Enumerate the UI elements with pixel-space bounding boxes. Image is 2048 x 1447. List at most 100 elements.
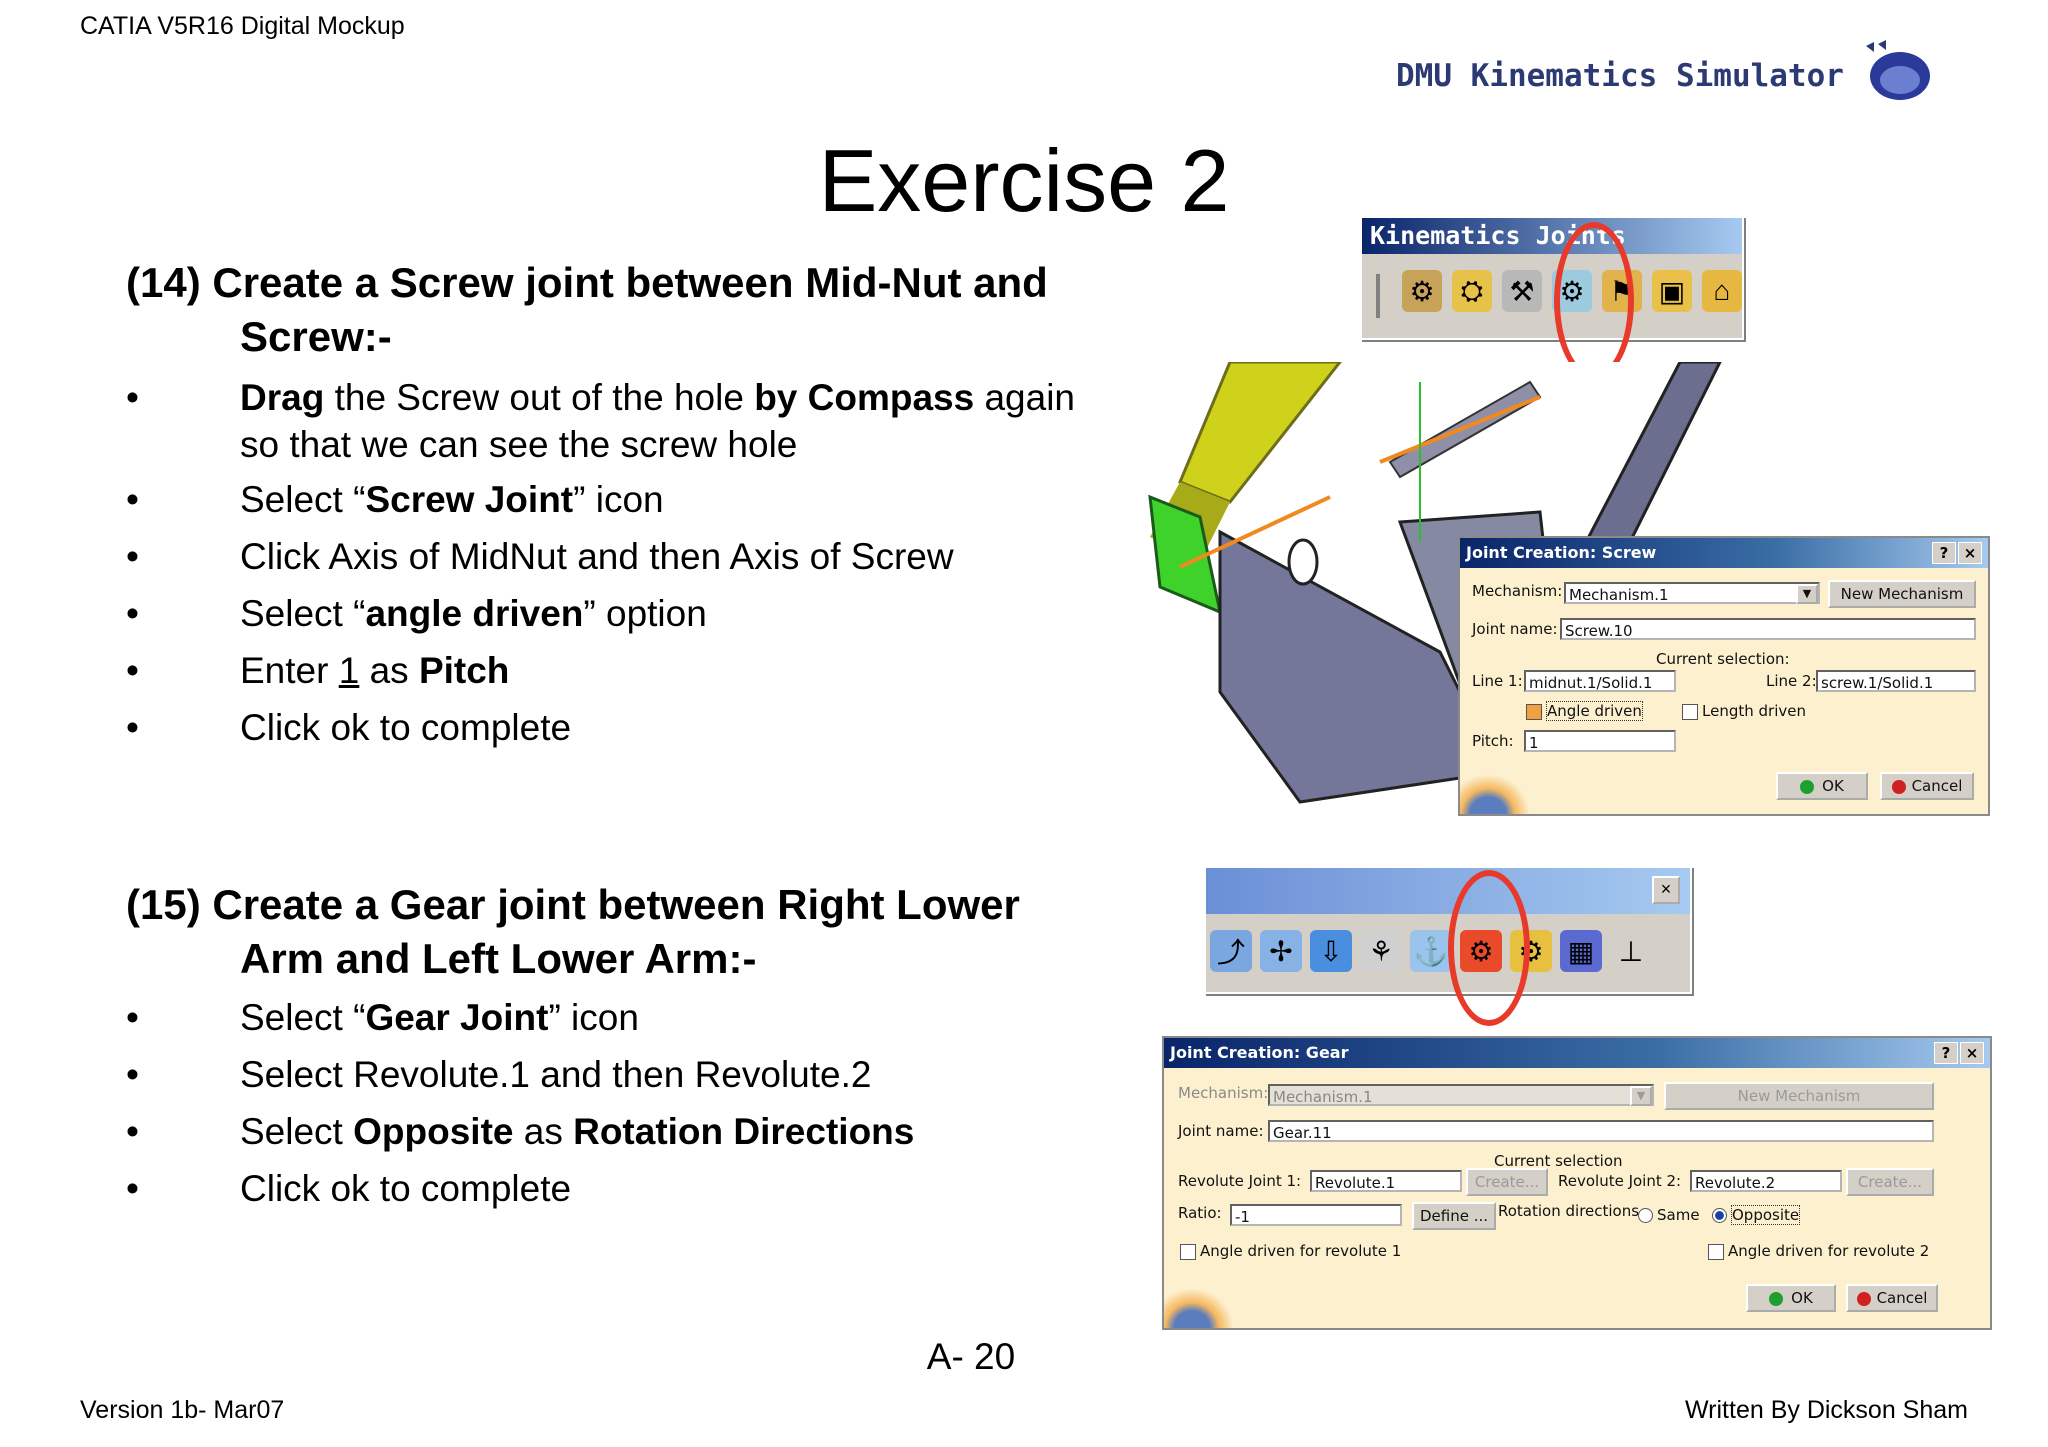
rotation-directions-label: Rotation directions: [1498, 1202, 1640, 1220]
dialog-title-gear: Joint Creation: Gear: [1164, 1038, 1990, 1068]
section-15-heading-line2: Arm and Left Lower Arm:-: [240, 935, 757, 982]
ratio-field[interactable]: -1: [1230, 1204, 1402, 1226]
catia-logo-decoration-gear: [1164, 1288, 1234, 1328]
ratio-label: Ratio:: [1178, 1204, 1222, 1222]
line2-label: Line 2:: [1766, 672, 1817, 690]
midnut-axis-line: [1179, 495, 1331, 569]
bold-by-compass: by Compass: [754, 377, 975, 418]
toolbar-2-titlebar: [1206, 868, 1690, 914]
gear-current-selection-label: Current selection: [1494, 1152, 1623, 1170]
gear-joint-name-field[interactable]: Gear.11: [1268, 1120, 1934, 1142]
revolute-joint-icon[interactable]: ⚙: [1402, 270, 1442, 312]
toolbar-title: Kinematics Joints: [1362, 218, 1742, 254]
prismatic-joint-icon[interactable]: ⛭: [1452, 270, 1492, 312]
mechanism-dropdown-arrow[interactable]: ▼: [1796, 584, 1818, 604]
gear-ok-icon: [1769, 1291, 1784, 1306]
pitch-field[interactable]: 1: [1524, 730, 1676, 752]
help-button[interactable]: ?: [1932, 542, 1956, 564]
point-curve-joint-icon[interactable]: ✢: [1260, 930, 1302, 972]
course-header: CATIA V5R16 Digital Mockup: [80, 12, 405, 40]
gear-joint-name-label: Joint name:: [1178, 1122, 1264, 1140]
catia-logo-decoration: [1460, 774, 1530, 814]
screw-joint-highlight-ring: [1554, 222, 1634, 380]
ok-button[interactable]: OK: [1776, 772, 1868, 800]
revolute1-field[interactable]: Revolute.1: [1310, 1170, 1462, 1192]
slide-curve-joint-icon[interactable]: ⇩: [1310, 930, 1352, 972]
bold-angle-driven: angle driven: [365, 593, 584, 634]
create-button-2[interactable]: Create...: [1846, 1168, 1934, 1196]
gear-new-mechanism-button[interactable]: New Mechanism: [1664, 1082, 1934, 1110]
dialog-title: Joint Creation: Screw: [1460, 538, 1988, 568]
text-mid: the Screw out of the hole: [324, 377, 755, 418]
kinematics-joints-toolbar: Kinematics Joints ⚙ ⛭ ⚒ ⚙ ⚑ ▣ ⌂: [1360, 216, 1744, 340]
angle-driven-rev2-check[interactable]: [1708, 1243, 1724, 1260]
pitch-label: Pitch:: [1472, 732, 1514, 750]
bold-drag: Drag: [240, 377, 325, 418]
bold-opposite: Opposite: [353, 1111, 514, 1152]
revolute2-field[interactable]: Revolute.2: [1690, 1170, 1842, 1192]
gear-ok-button[interactable]: OK: [1746, 1284, 1836, 1312]
roll-curve-joint-icon[interactable]: ⚘: [1360, 930, 1402, 972]
toolbar-close-button[interactable]: ×: [1652, 876, 1680, 904]
mechanism-label: Mechanism:: [1472, 582, 1563, 600]
text-post: again: [974, 377, 1076, 418]
bold-screw-joint: Screw Joint: [365, 479, 574, 520]
cable-joint-icon[interactable]: ▦: [1560, 930, 1602, 972]
gear-cancel-button[interactable]: Cancel: [1846, 1284, 1938, 1312]
cancel-icon: [1891, 779, 1906, 794]
close-button-gear[interactable]: ×: [1960, 1042, 1984, 1064]
footer-version: Version 1b- Mar07: [80, 1396, 285, 1424]
cancel-button[interactable]: Cancel: [1880, 772, 1974, 800]
create-button-1[interactable]: Create...: [1466, 1168, 1548, 1196]
section-15-heading: (15) Create a Gear joint between Right L…: [126, 878, 1020, 986]
footer-author: Written By Dickson Sham: [1685, 1396, 1968, 1424]
angle-driven-check[interactable]: [1526, 703, 1542, 720]
same-radio-button[interactable]: [1638, 1208, 1653, 1223]
gear-mechanism-label: Mechanism:: [1178, 1084, 1269, 1102]
logo-text: DMU Kinematics Simulator: [1396, 58, 1844, 94]
opposite-radio-button[interactable]: [1712, 1208, 1727, 1223]
toolbar-grip[interactable]: [1376, 274, 1380, 318]
spherical-joint-icon[interactable]: ▣: [1652, 270, 1692, 312]
line2-field[interactable]: screw.1/Solid.1: [1816, 670, 1976, 692]
line1-field[interactable]: midnut.1/Solid.1: [1524, 670, 1676, 692]
axis-system-joint-icon[interactable]: ⊥: [1610, 930, 1652, 972]
help-button-gear[interactable]: ?: [1934, 1042, 1958, 1064]
bold-rotation-directions: Rotation Directions: [573, 1111, 915, 1152]
gear-cancel-icon: [1856, 1291, 1871, 1306]
planar-joint-icon[interactable]: ⌂: [1702, 270, 1742, 312]
angle-driven-checkbox[interactable]: Angle driven: [1526, 701, 1643, 721]
gear-mechanism-select[interactable]: Mechanism.1: [1268, 1084, 1654, 1106]
cylindrical-joint-2-icon[interactable]: ⤴: [1210, 930, 1252, 972]
bold-gear-joint: Gear Joint: [365, 997, 549, 1038]
angle-driven-rev2-checkbox[interactable]: Angle driven for revolute 2: [1708, 1242, 1929, 1260]
joint-creation-gear-dialog: Joint Creation: Gear ?× Mechanism: Mecha…: [1162, 1036, 1992, 1330]
close-button[interactable]: ×: [1958, 542, 1982, 564]
angle-driven-rev1-checkbox[interactable]: Angle driven for revolute 1: [1180, 1242, 1401, 1260]
line1-label: Line 1:: [1472, 672, 1523, 690]
page-title: Exercise 2: [818, 131, 1230, 230]
page-number: A- 20: [926, 1336, 1016, 1377]
section-15-heading-line1: (15) Create a Gear joint between Right L…: [126, 881, 1020, 928]
mechanism-select[interactable]: Mechanism.1: [1564, 582, 1820, 604]
current-selection-label: Current selection:: [1656, 650, 1790, 668]
point-surface-joint-icon[interactable]: ⚓: [1410, 930, 1452, 972]
section-14-heading: (14) Create a Screw joint between Mid-Nu…: [126, 256, 1048, 364]
define-button[interactable]: Define ...: [1412, 1202, 1496, 1230]
screw-axis-line: [1379, 395, 1541, 464]
cylindrical-joint-icon[interactable]: ⚒: [1502, 270, 1542, 312]
gear-mechanism-dropdown-arrow[interactable]: ▼: [1630, 1086, 1652, 1106]
same-radio[interactable]: Same: [1638, 1206, 1700, 1224]
angle-driven-rev1-check[interactable]: [1180, 1243, 1196, 1260]
opposite-radio[interactable]: Opposite: [1712, 1205, 1801, 1225]
screw-hole: [1287, 538, 1319, 586]
lower-arm-gray: [1218, 529, 1503, 804]
joint-name-field[interactable]: Screw.10: [1560, 618, 1976, 640]
section-14-heading-line1: (14) Create a Screw joint between Mid-Nu…: [126, 259, 1048, 306]
new-mechanism-button[interactable]: New Mechanism: [1828, 580, 1976, 608]
dmu-kinematics-logo: DMU Kinematics Simulator: [1396, 36, 1936, 116]
length-driven-checkbox[interactable]: Length driven: [1682, 702, 1806, 720]
length-driven-check[interactable]: [1682, 703, 1698, 720]
bold-pitch: Pitch: [418, 650, 510, 691]
joint-name-label: Joint name:: [1472, 620, 1558, 638]
